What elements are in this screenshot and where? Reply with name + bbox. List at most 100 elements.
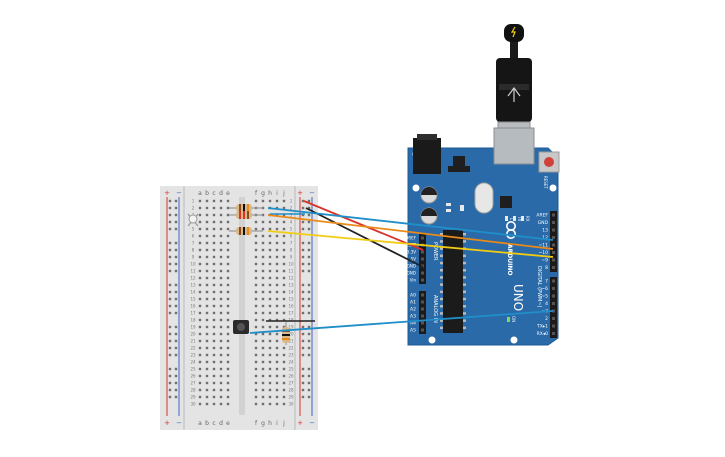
breadboard-hole[interactable] <box>282 381 286 385</box>
breadboard-hole[interactable] <box>198 220 202 224</box>
breadboard-hole[interactable] <box>198 213 202 217</box>
breadboard-hole[interactable] <box>205 248 209 252</box>
breadboard-hole[interactable] <box>205 332 209 336</box>
breadboard-hole[interactable] <box>212 276 216 280</box>
breadboard-hole[interactable] <box>198 283 202 287</box>
breadboard-hole[interactable] <box>275 241 279 245</box>
breadboard-hole[interactable] <box>226 269 230 273</box>
breadboard-hole[interactable] <box>268 318 272 322</box>
breadboard-hole[interactable] <box>261 297 265 301</box>
breadboard-hole[interactable] <box>282 255 286 259</box>
rail-hole[interactable] <box>301 353 305 357</box>
breadboard-hole[interactable] <box>282 367 286 371</box>
breadboard-hole[interactable] <box>205 290 209 294</box>
breadboard-hole[interactable] <box>261 367 265 371</box>
breadboard-hole[interactable] <box>219 241 223 245</box>
breadboard-hole[interactable] <box>275 206 279 210</box>
breadboard-hole[interactable] <box>226 360 230 364</box>
rail-hole[interactable] <box>174 297 178 301</box>
breadboard-hole[interactable] <box>275 318 279 322</box>
breadboard-hole[interactable] <box>219 339 223 343</box>
rail-hole[interactable] <box>301 297 305 301</box>
rail-hole[interactable] <box>174 241 178 245</box>
analog-pin-hole[interactable] <box>421 328 424 332</box>
breadboard-hole[interactable] <box>268 199 272 203</box>
breadboard-hole[interactable] <box>261 255 265 259</box>
breadboard-hole[interactable] <box>219 234 223 238</box>
breadboard-hole[interactable] <box>254 255 258 259</box>
breadboard-hole[interactable] <box>198 304 202 308</box>
breadboard-hole[interactable] <box>268 276 272 280</box>
rail-hole[interactable] <box>307 388 311 392</box>
breadboard-hole[interactable] <box>275 304 279 308</box>
resistor-3[interactable] <box>229 227 263 235</box>
breadboard-hole[interactable] <box>254 262 258 266</box>
breadboard-hole[interactable] <box>226 311 230 315</box>
breadboard-hole[interactable] <box>275 248 279 252</box>
breadboard-hole[interactable] <box>205 346 209 350</box>
breadboard-hole[interactable] <box>261 283 265 287</box>
breadboard-hole[interactable] <box>205 241 209 245</box>
breadboard-hole[interactable] <box>275 297 279 301</box>
breadboard-hole[interactable] <box>212 241 216 245</box>
digital-pin-hole[interactable] <box>552 317 555 320</box>
rail-hole[interactable] <box>307 213 311 217</box>
breadboard-hole[interactable] <box>219 353 223 357</box>
wire-black-gnd[interactable] <box>305 207 424 268</box>
breadboard-hole[interactable] <box>198 353 202 357</box>
breadboard-hole[interactable] <box>275 339 279 343</box>
rail-hole[interactable] <box>174 311 178 315</box>
breadboard-hole[interactable] <box>275 283 279 287</box>
digital-pin-hole[interactable] <box>552 258 555 262</box>
rail-hole[interactable] <box>301 262 305 266</box>
breadboard-hole[interactable] <box>282 290 286 294</box>
breadboard-hole[interactable] <box>198 367 202 371</box>
rail-hole[interactable] <box>174 262 178 266</box>
breadboard-hole[interactable] <box>212 213 216 217</box>
breadboard-hole[interactable] <box>212 283 216 287</box>
rail-hole[interactable] <box>174 199 178 203</box>
breadboard-hole[interactable] <box>212 199 216 203</box>
breadboard-hole[interactable] <box>212 381 216 385</box>
breadboard-hole[interactable] <box>275 332 279 336</box>
rail-hole[interactable] <box>307 206 311 210</box>
rail-hole[interactable] <box>174 353 178 357</box>
breadboard-hole[interactable] <box>275 234 279 238</box>
breadboard-hole[interactable] <box>212 367 216 371</box>
breadboard-hole[interactable] <box>219 381 223 385</box>
breadboard-hole[interactable] <box>212 248 216 252</box>
breadboard-hole[interactable] <box>205 276 209 280</box>
breadboard-hole[interactable] <box>268 227 272 231</box>
breadboard-hole[interactable] <box>226 304 230 308</box>
rail-hole[interactable] <box>307 248 311 252</box>
rail-hole[interactable] <box>168 346 172 350</box>
breadboard-hole[interactable] <box>226 227 230 231</box>
breadboard-hole[interactable] <box>282 346 286 350</box>
breadboard-hole[interactable] <box>282 269 286 273</box>
digital-pin-hole[interactable] <box>552 309 555 313</box>
breadboard-hole[interactable] <box>205 395 209 399</box>
rail-hole[interactable] <box>168 325 172 329</box>
breadboard-hole[interactable] <box>282 213 286 217</box>
analog-pin-hole[interactable] <box>421 321 424 325</box>
resistor-1[interactable] <box>229 204 263 212</box>
breadboard-hole[interactable] <box>219 402 223 406</box>
rail-hole[interactable] <box>307 262 311 266</box>
breadboard-hole[interactable] <box>275 395 279 399</box>
breadboard-hole[interactable] <box>226 234 230 238</box>
rail-hole[interactable] <box>174 304 178 308</box>
breadboard-hole[interactable] <box>205 297 209 301</box>
rail-hole[interactable] <box>307 283 311 287</box>
wire-yellow-pin9[interactable] <box>267 230 554 258</box>
breadboard-hole[interactable] <box>282 241 286 245</box>
rail-hole[interactable] <box>168 374 172 378</box>
breadboard-hole[interactable] <box>212 304 216 308</box>
rail-hole[interactable] <box>168 332 172 336</box>
breadboard-hole[interactable] <box>254 360 258 364</box>
breadboard-hole[interactable] <box>226 381 230 385</box>
breadboard-hole[interactable] <box>219 290 223 294</box>
breadboard-hole[interactable] <box>205 213 209 217</box>
breadboard-hole[interactable] <box>219 297 223 301</box>
breadboard-hole[interactable] <box>275 374 279 378</box>
breadboard-hole[interactable] <box>226 248 230 252</box>
